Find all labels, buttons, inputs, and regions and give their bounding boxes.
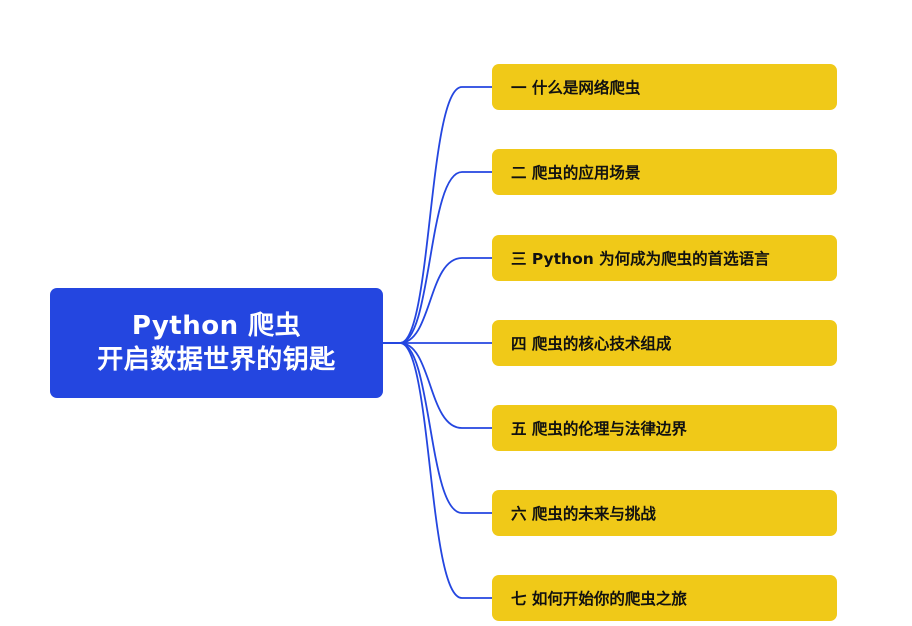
branch-node-4[interactable]: 四 爬虫的核心技术组成 (492, 320, 837, 366)
branch-node-7[interactable]: 七 如何开始你的爬虫之旅 (492, 575, 837, 621)
connector-line-2 (383, 171, 492, 344)
branch-label: 六 爬虫的未来与挑战 (511, 505, 656, 523)
connector-line-7 (383, 342, 492, 599)
branch-node-3[interactable]: 三 Python 为何成为爬虫的首选语言 (492, 235, 837, 281)
root-title-line-1: Python 爬虫 (131, 311, 302, 341)
branch-label: 五 爬虫的伦理与法律边界 (511, 420, 687, 438)
branch-label: 二 爬虫的应用场景 (511, 164, 641, 182)
root-title-line-2: 开启数据世界的钥匙 (97, 345, 336, 375)
connector-line-5 (383, 342, 492, 429)
connector-line-1 (383, 86, 492, 344)
branch-label: 一 什么是网络爬虫 (511, 79, 641, 97)
branch-node-1[interactable]: 一 什么是网络爬虫 (492, 64, 837, 110)
branch-node-5[interactable]: 五 爬虫的伦理与法律边界 (492, 405, 837, 451)
branch-label: 三 Python 为何成为爬虫的首选语言 (511, 250, 770, 268)
root-node[interactable]: Python 爬虫 开启数据世界的钥匙 (50, 288, 383, 398)
connector-line-3 (383, 257, 492, 344)
branch-label: 七 如何开始你的爬虫之旅 (511, 590, 687, 608)
branch-node-2[interactable]: 二 爬虫的应用场景 (492, 149, 837, 195)
branch-label: 四 爬虫的核心技术组成 (511, 335, 672, 353)
branch-node-6[interactable]: 六 爬虫的未来与挑战 (492, 490, 837, 536)
